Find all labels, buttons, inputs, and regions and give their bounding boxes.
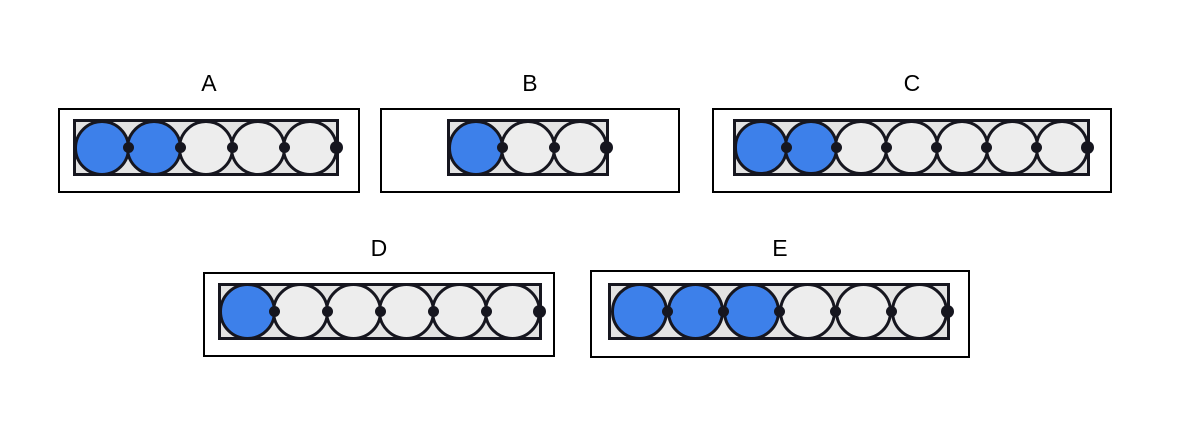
cell-divider-dot (268, 306, 280, 317)
cell-divider-dot (829, 306, 841, 317)
cell-divider-dot (1031, 142, 1043, 153)
cell-divider-dot (496, 142, 508, 153)
filled-cell-circle[interactable] (448, 119, 504, 176)
cell-divider-dot (981, 142, 993, 153)
cell-divider-dot (174, 142, 186, 153)
cell-divider-dot (329, 141, 343, 154)
option-label-e: E (772, 235, 788, 261)
option-label-c: C (903, 70, 921, 96)
cell-divider-dot (226, 142, 238, 153)
option-label-b: B (522, 70, 538, 96)
cell-divider-dot (1080, 141, 1094, 154)
cell-divider-dot (880, 142, 892, 153)
cell-divider-dot (717, 306, 729, 317)
filled-cell-circle[interactable] (666, 283, 724, 340)
option-label-a: A (201, 70, 217, 96)
option-label-d: D (370, 235, 388, 261)
filled-cell-circle[interactable] (784, 120, 839, 175)
cell-divider-dot (480, 306, 492, 317)
cell-divider-dot (885, 306, 897, 317)
cell-divider-dot (278, 142, 290, 153)
cell-divider-dot (661, 306, 673, 317)
cell-divider-dot (830, 142, 842, 153)
filled-cell-circle[interactable] (722, 283, 780, 340)
empty-cell-circle[interactable] (778, 283, 836, 340)
cell-divider-dot (773, 306, 785, 317)
filled-cell-circle[interactable] (219, 283, 276, 340)
cell-divider-dot (599, 141, 613, 154)
cell-divider-dot (548, 142, 560, 153)
cell-divider-dot (780, 142, 792, 153)
empty-cell-circle[interactable] (890, 283, 948, 340)
cell-divider-dot (427, 306, 439, 317)
empty-cell-circle[interactable] (282, 119, 338, 176)
cell-divider-dot (122, 142, 134, 153)
cell-divider-dot (931, 142, 943, 153)
cell-divider-dot (321, 306, 333, 317)
empty-cell-circle[interactable] (834, 283, 892, 340)
cell-divider-dot (532, 305, 546, 318)
filled-cell-circle[interactable] (610, 283, 668, 340)
cell-divider-dot (940, 305, 954, 318)
cell-divider-dot (374, 306, 386, 317)
